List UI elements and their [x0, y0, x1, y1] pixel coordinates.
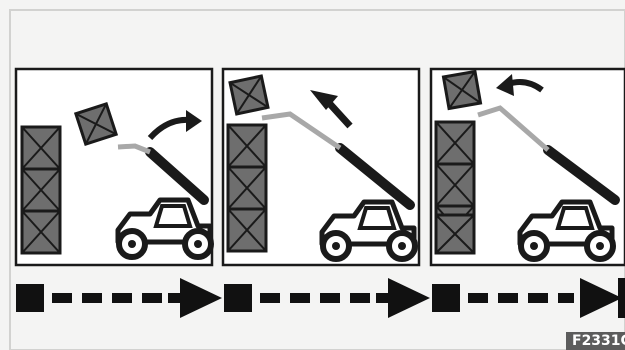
- crate-icon: [443, 71, 480, 108]
- panel-step-1: [16, 69, 212, 265]
- crate-stack-icon: [436, 122, 474, 253]
- panel-step-2: [223, 69, 419, 265]
- figure-code-label: F2331C: [566, 332, 625, 350]
- panel-step-3: [431, 69, 625, 265]
- crate-icon: [230, 76, 268, 114]
- sequence-arrow-icon: [16, 278, 625, 318]
- crate-stack-icon: [22, 127, 60, 253]
- crate-stack-icon: [228, 125, 266, 251]
